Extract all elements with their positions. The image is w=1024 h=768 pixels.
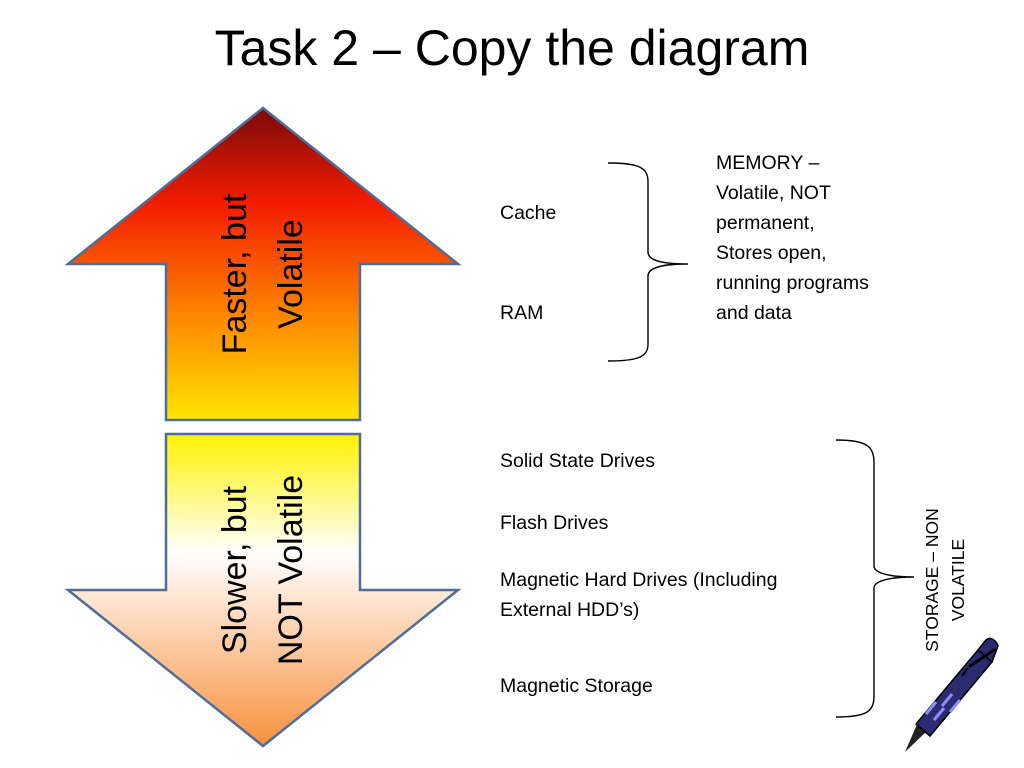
up-arrow-label-line1: Faster, but xyxy=(216,193,254,355)
memory-description-line: Volatile, NOT xyxy=(716,182,831,204)
memory-item-ram: RAM xyxy=(500,302,544,324)
storage-item-hdd-line1: Magnetic Hard Drives (Including xyxy=(500,569,778,591)
down-arrow-label-line1: Slower, but xyxy=(216,485,254,655)
up-arrow-label: Faster, but Volatile xyxy=(207,124,319,424)
storage-item-ssd: Solid State Drives xyxy=(500,450,655,472)
storage-label: STORAGE – NON VOLATILE xyxy=(919,500,971,660)
storage-item-hdd: Magnetic Hard Drives (Including External… xyxy=(500,565,777,625)
memory-description-line: running programs xyxy=(716,272,869,294)
memory-brace xyxy=(607,162,689,362)
storage-item-flash: Flash Drives xyxy=(500,512,609,534)
pen-icon xyxy=(905,637,999,752)
up-arrow xyxy=(64,106,462,422)
memory-description: MEMORY – Volatile, NOT permanent, Stores… xyxy=(716,148,916,328)
memory-description-line: MEMORY – xyxy=(716,152,820,174)
storage-label-line2: VOLATILE xyxy=(948,538,968,622)
page-title: Task 2 – Copy the diagram xyxy=(214,20,810,76)
storage-item-hdd-line2: External HDD’s) xyxy=(500,599,640,621)
down-arrow-label: Slower, but NOT Volatile xyxy=(207,395,319,745)
storage-item-magnetic: Magnetic Storage xyxy=(500,675,653,697)
memory-description-line: permanent, xyxy=(716,212,815,234)
memory-description-line: and data xyxy=(716,302,792,324)
storage-label-line1: STORAGE – NON xyxy=(922,508,942,652)
down-arrow xyxy=(64,432,462,748)
up-arrow-label-line2: Volatile xyxy=(272,219,310,329)
storage-brace xyxy=(835,439,915,718)
memory-item-cache: Cache xyxy=(500,202,557,224)
memory-description-line: Stores open, xyxy=(716,242,827,264)
down-arrow-label-line2: NOT Volatile xyxy=(272,474,310,666)
